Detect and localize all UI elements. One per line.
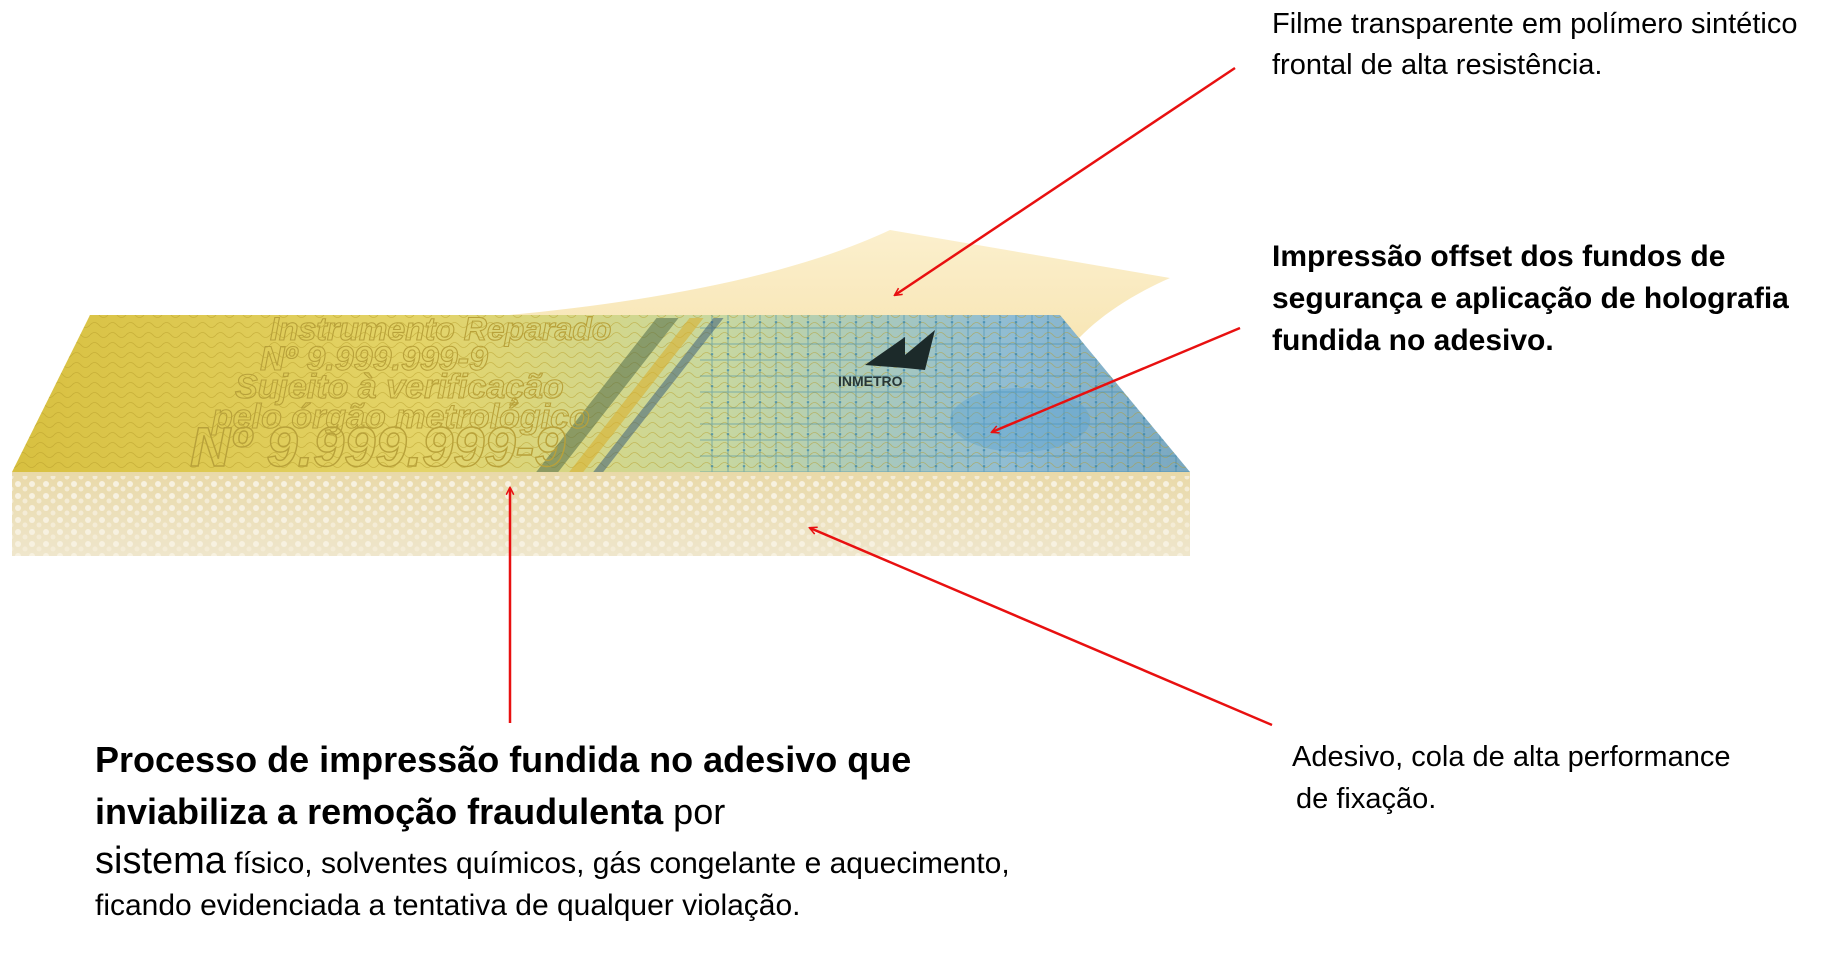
stamp-line-4: pelo órgão metrológico — [211, 398, 590, 436]
adhesive-label-line-1: Adesivo, cola de alta performance — [1292, 741, 1731, 773]
stamp-line-3: Sujeito à verificação — [235, 368, 564, 406]
offset-print-label: Impressão offset dos fundos de segurança… — [1272, 240, 1789, 357]
hologram-strip — [531, 318, 724, 472]
inmetro-logo-text: INMETRO — [838, 373, 903, 389]
arrow-adhesive — [810, 528, 1273, 727]
stamp-line-2: Nº 9.999.999-9 — [260, 340, 488, 378]
stamp-print: Instrumento Reparado Nº 9.999.999-9 Suje… — [189, 310, 612, 478]
arrow-offset — [992, 326, 1241, 432]
arrow-film — [895, 66, 1236, 295]
process-label-body: físico, solventes químicos, gás congelan… — [95, 847, 1010, 922]
adhesive-label: Adesivo, cola de alta performance de fix… — [1292, 736, 1812, 820]
adhesive-label-line-2: de fixação. — [1296, 783, 1437, 815]
process-label-rest: por — [663, 791, 726, 832]
inmetro-logo: INMETRO — [838, 330, 935, 389]
film-label: Filme transparente em polímero sintético… — [1272, 8, 1798, 81]
stamp-line-1: Instrumento Reparado — [270, 311, 611, 347]
stamp-number: Nº 9.999.999-9 — [190, 415, 565, 478]
callout-arrows — [510, 66, 1273, 727]
process-label-bold: Processo de impressão fundida no adesivo… — [95, 739, 912, 832]
process-label-big-word: sistema — [95, 840, 226, 882]
process-label-heading: Processo de impressão fundida no adesivo… — [95, 734, 1055, 838]
process-label: Processo de impressão fundida no adesivo… — [95, 734, 1055, 927]
process-label-body-wrap: sistema físico, solventes químicos, gás … — [95, 840, 1055, 927]
